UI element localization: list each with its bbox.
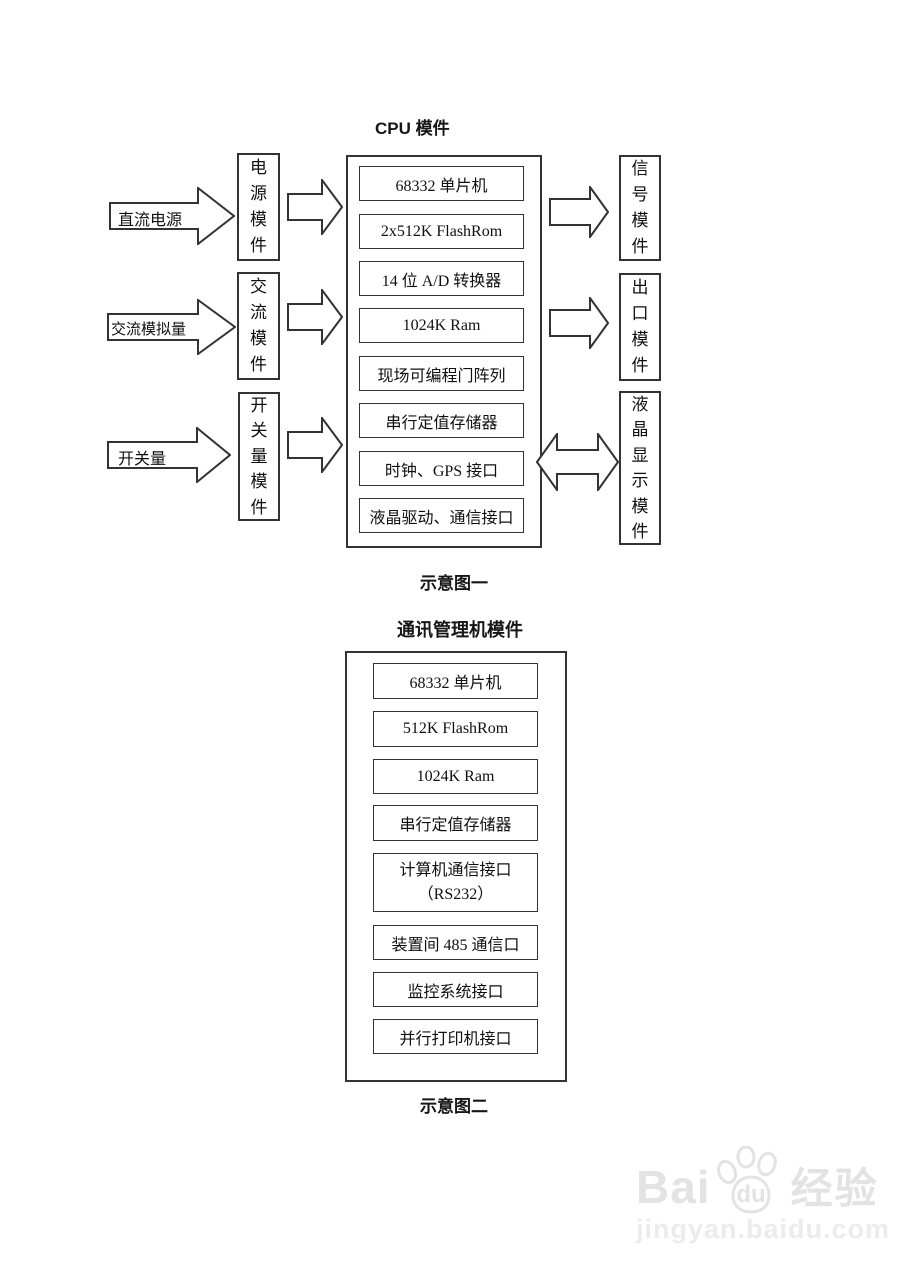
switch-module-label: 开关量模件 [250,395,268,517]
arrow-cpu-lcd-bidirectional-icon [536,433,619,491]
input-label-dc-power: 直流电源 [118,212,183,229]
power-module-box: 电源模件 [237,153,280,261]
diagram2-title: 通讯管理机模件 [397,620,523,640]
cpu-item-box: 68332 单片机 [359,166,524,201]
ac-module-box: 交流模件 [237,272,280,380]
cpu-item-box: 串行定值存储器 [359,403,524,438]
arrow-switch-to-cpu-icon [287,417,343,473]
arrow-power-to-cpu-icon [287,179,343,235]
cpu-item-box: 14 位 A/D 转换器 [359,261,524,296]
diagram2-caption: 示意图二 [420,1097,488,1116]
comm-item-box: 512K FlashRom [373,711,538,747]
power-module-label: 电源模件 [249,158,267,255]
arrow-cpu-to-outlet-icon [549,297,609,349]
watermark-brand-mid: du [736,1181,765,1208]
comm-item-box: 串行定值存储器 [373,805,538,841]
comm-item-box: 计算机通信接口 （RS232） [373,853,538,912]
input-label-ac-analog: 交流模拟量 [111,322,187,338]
watermark-url: jingyan.baidu.com [636,1214,891,1244]
input-label-switch: 开关量 [118,451,167,468]
signal-module-label: 信号模件 [631,159,649,256]
signal-module-box: 信号模件 [619,155,661,261]
ac-module-label: 交流模件 [249,277,267,374]
input-arrow-ac-analog-icon [107,299,236,355]
lcd-display-module-box: 液晶显示模件 [619,391,661,545]
diagram1-caption: 示意图一 [420,574,488,593]
cpu-item-box: 1024K Ram [359,308,524,343]
watermark-brand-prefix: Bai [636,1161,711,1213]
lcd-display-module-label: 液晶显示模件 [631,394,649,542]
input-arrow-dc-power-icon [109,187,235,245]
comm-item-box: 监控系统接口 [373,972,538,1007]
comm-item-box: 装置间 485 通信口 [373,925,538,960]
cpu-item-box: 现场可编程门阵列 [359,356,524,391]
baidu-jingyan-watermark: Bai du 经验 jingyan.baidu.com [636,1146,896,1245]
cpu-item-box: 2x512K FlashRom [359,214,524,249]
comm-item-box: 并行打印机接口 [373,1019,538,1054]
comm-item-box: 68332 单片机 [373,663,538,699]
comm-item-line1: 计算机通信接口 [399,861,512,879]
baidu-paw-icon: du [716,1146,777,1214]
diagram1-title: CPU 模件 [375,119,450,138]
arrow-ac-to-cpu-icon [287,289,343,345]
switch-module-box: 开关量模件 [238,392,280,521]
input-arrow-switch-icon [107,427,231,483]
comm-item-line2: （RS232） [417,885,494,903]
comm-item-box: 1024K Ram [373,759,538,794]
cpu-item-box: 时钟、GPS 接口 [359,451,524,486]
outlet-module-label: 出口模件 [631,278,649,375]
arrow-cpu-to-signal-icon [549,186,609,238]
cpu-item-box: 液晶驱动、通信接口 [359,498,524,533]
watermark-brand-suffix: 经验 [790,1165,879,1212]
outlet-module-box: 出口模件 [619,273,661,381]
